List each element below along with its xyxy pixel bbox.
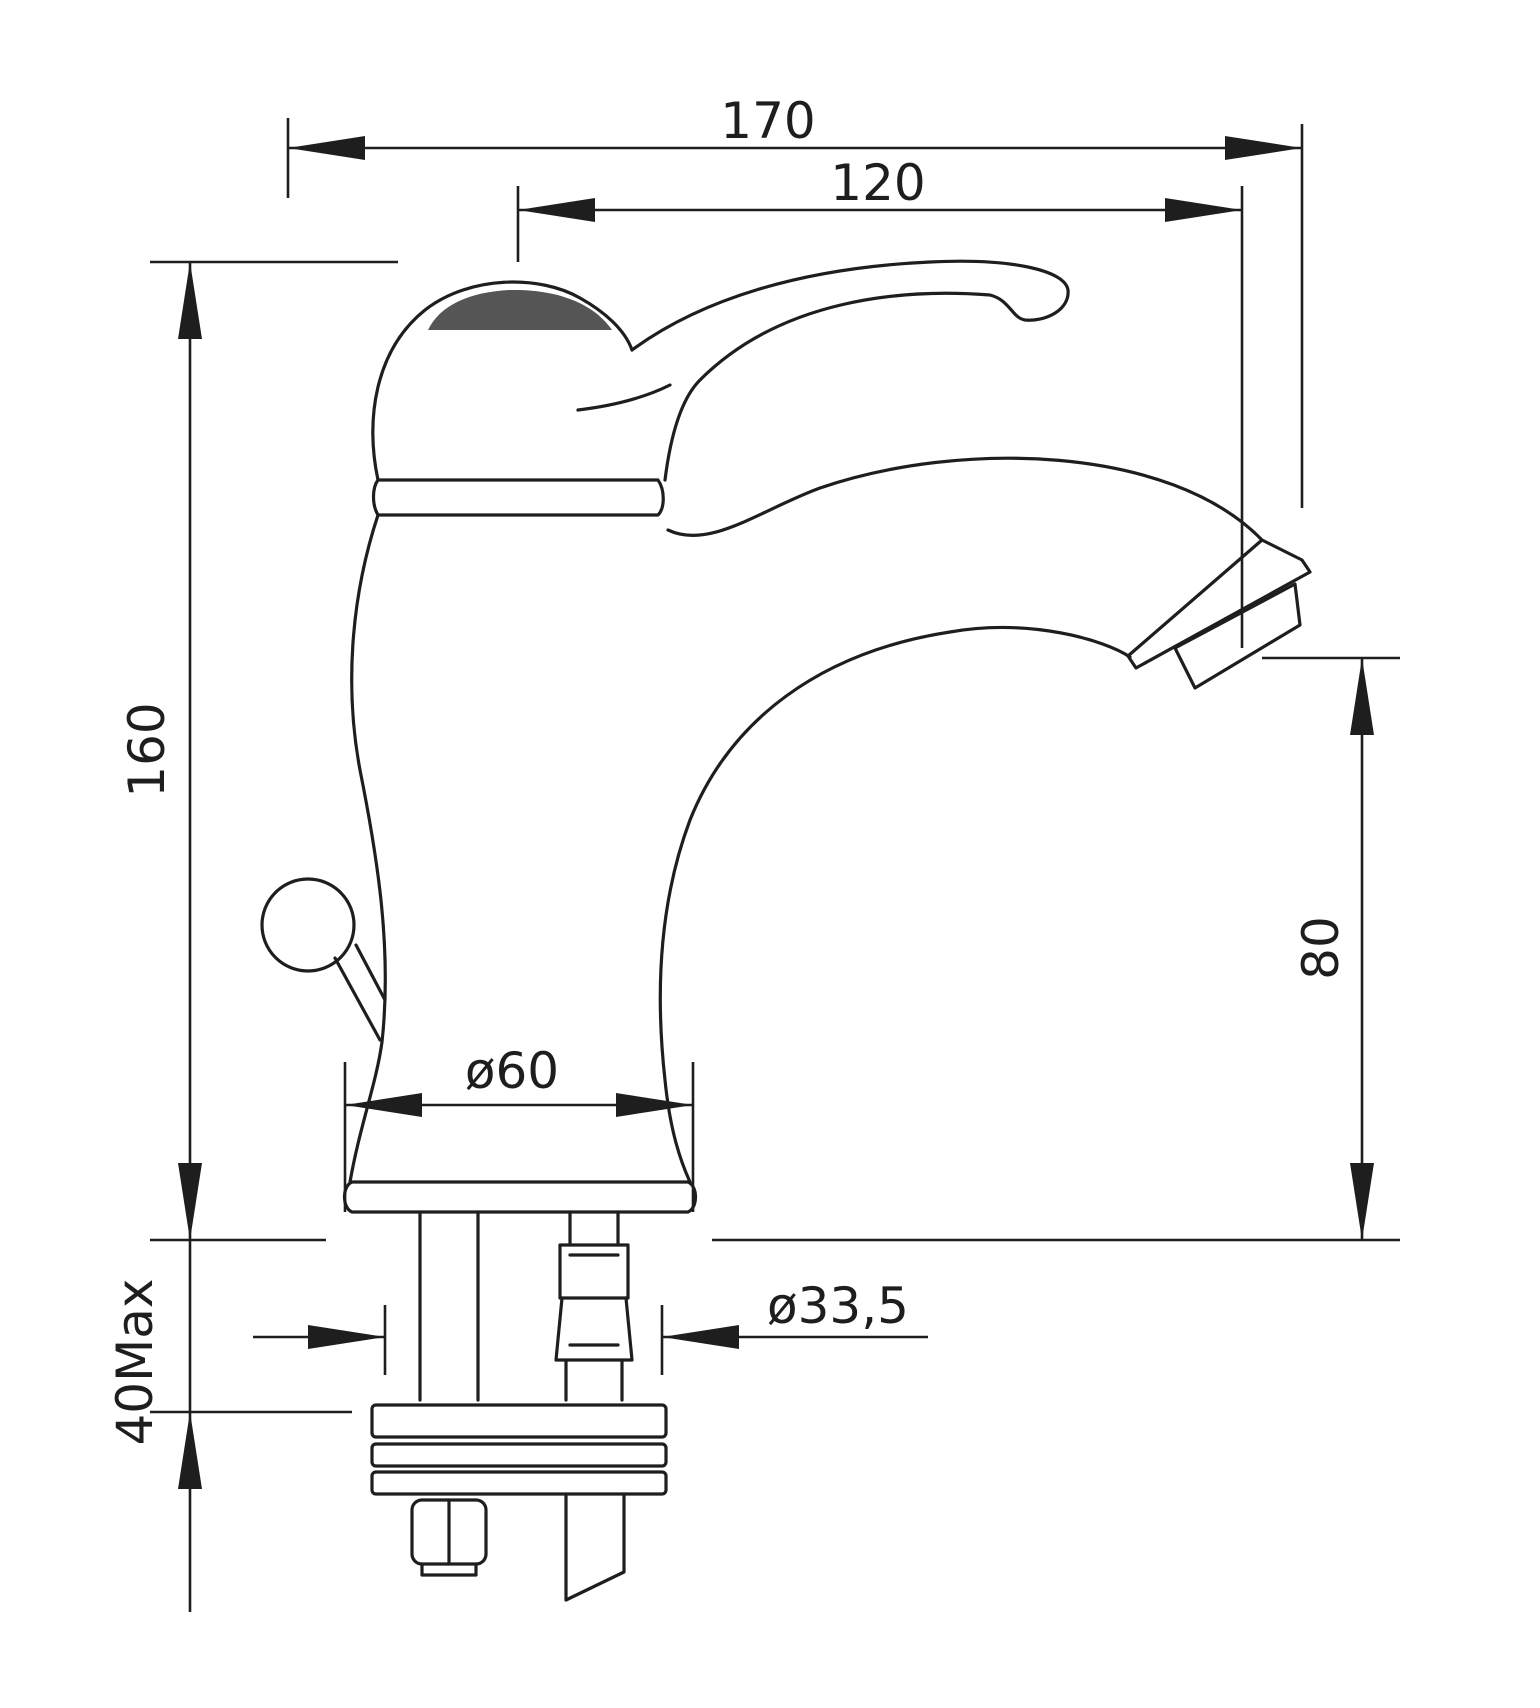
dimension-40-max: 40Max (106, 1240, 352, 1612)
dimension-hole-diameter: ø33,5 (253, 1277, 928, 1375)
label-max-counter-thickness: 40Max (106, 1279, 164, 1446)
lever-handle (576, 259, 1070, 482)
dimension-160: 160 (118, 260, 398, 1242)
label-overall-height: 160 (118, 702, 176, 797)
dimension-base-diameter: ø60 (343, 1042, 695, 1212)
label-spout-reach: 120 (830, 154, 925, 212)
cap-band (428, 289, 612, 330)
label-overall-length: 170 (720, 92, 815, 150)
dimension-170: 170 (286, 92, 1304, 508)
label-base-diameter: ø60 (465, 1042, 559, 1100)
mixer-cap (371, 280, 665, 517)
dimension-120: 120 (516, 154, 1244, 648)
aerator (1126, 538, 1312, 690)
dimension-80: 80 (712, 656, 1400, 1242)
pop-up-knob (260, 877, 387, 1042)
label-hole-diameter: ø33,5 (767, 1277, 909, 1335)
label-spout-height: 80 (1292, 916, 1350, 980)
mounting-hardware (370, 1210, 668, 1602)
